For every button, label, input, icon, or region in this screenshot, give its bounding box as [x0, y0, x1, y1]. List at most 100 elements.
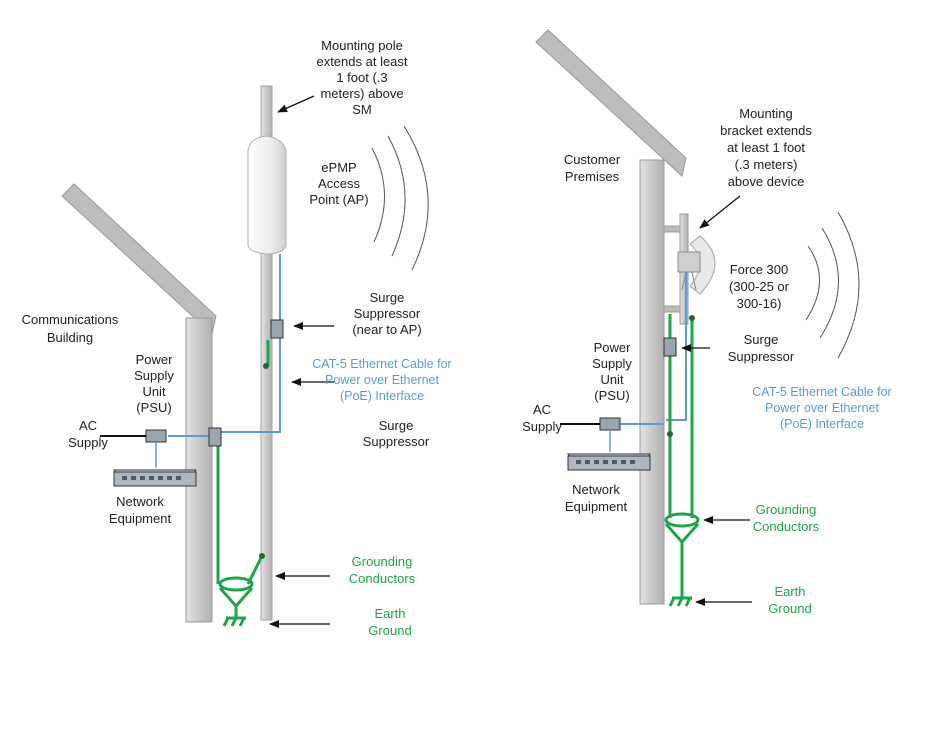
right-ac-supply-label: AC Supply	[522, 402, 562, 434]
label-line: Power	[136, 352, 174, 367]
label-line: Surge	[370, 290, 405, 305]
left-grounding-wires	[216, 340, 270, 627]
label-line: extends at least	[316, 54, 407, 69]
label-line: Force 300	[730, 262, 789, 277]
label-line: (PSU)	[136, 400, 171, 415]
label-line: (near to AP)	[352, 322, 421, 337]
label-line: CAT-5 Ethernet Cable for	[752, 385, 891, 399]
force-300-device	[677, 235, 716, 295]
label-line: Supply	[68, 435, 108, 450]
right-surge-suppressor-icon	[663, 337, 677, 357]
label-line: (PoE) Interface	[340, 389, 424, 403]
label-line: 1 foot (.3	[336, 70, 387, 85]
label-line: Suppressor	[354, 306, 421, 321]
customer-premises-structure	[535, 29, 687, 605]
surge-suppressor-near-ap-icon	[270, 319, 284, 339]
ap-radio-waves-icon	[371, 125, 429, 271]
label-line: (.3 meters)	[735, 157, 798, 172]
label-line: Power	[594, 340, 632, 355]
label-line: Earth	[774, 584, 805, 599]
force-300-label: Force 300 (300-25 or 300-16)	[729, 262, 790, 311]
label-line: meters) above	[320, 86, 403, 101]
label-line: Surge	[379, 418, 414, 433]
label-line: Mounting	[739, 106, 792, 121]
communications-building-structure	[61, 183, 217, 623]
label-line: AC	[79, 418, 97, 433]
label-line: at least 1 foot	[727, 140, 805, 155]
label-line: Ground	[768, 601, 811, 616]
label-line: Equipment	[109, 511, 172, 526]
right-grounding-wires	[664, 314, 700, 607]
label-line: Equipment	[565, 499, 628, 514]
right-network-equipment-icon	[567, 453, 651, 471]
label-line: Network	[572, 482, 620, 497]
label-line: Access	[318, 176, 360, 191]
label-line: Conductors	[349, 571, 416, 586]
label-line: (PSU)	[594, 388, 629, 403]
label-line: Earth	[374, 606, 405, 621]
psu-icon	[145, 429, 167, 443]
label-line: Communications	[22, 312, 119, 327]
right-ground-dots	[667, 315, 695, 437]
label-line: SM	[352, 102, 372, 117]
label-line: Power over Ethernet	[765, 401, 879, 415]
label-line: Suppressor	[728, 349, 795, 364]
left-callout-arrows	[269, 95, 334, 628]
label-line: Ground	[368, 623, 411, 638]
label-line: (PoE) Interface	[780, 417, 864, 431]
label-line: CAT-5 Ethernet Cable for	[312, 357, 451, 371]
mounting-bracket-label: Mounting bracket extends at least 1 foot (.…	[720, 106, 812, 189]
label-line: Supply	[522, 419, 562, 434]
surge-suppressor-building-icon	[208, 427, 222, 447]
label-line: Power over Ethernet	[325, 373, 439, 387]
force-radio-waves-icon	[805, 211, 860, 359]
label-line: Building	[47, 330, 93, 345]
label-line: Surge	[744, 332, 779, 347]
label-line: Mounting pole	[321, 38, 403, 53]
network-equipment-icon	[113, 469, 197, 487]
label-line: Conductors	[753, 519, 820, 534]
label-line: Suppressor	[363, 434, 430, 449]
label-line: above device	[728, 174, 805, 189]
right-psu-icon	[599, 417, 621, 431]
label-line: Premises	[565, 169, 620, 184]
label-line: Supply	[134, 368, 174, 383]
label-line: Network	[116, 494, 164, 509]
label-line: Unit	[600, 372, 624, 387]
label-line: 300-16)	[737, 296, 782, 311]
label-line: Customer	[564, 152, 621, 167]
access-point-device	[247, 135, 287, 255]
label-line: Grounding	[352, 554, 413, 569]
label-line: AC	[533, 402, 551, 417]
label-line: bracket extends	[720, 123, 812, 138]
label-line: ePMP	[321, 160, 356, 175]
label-line: Unit	[142, 384, 166, 399]
left-ac-supply-label: AC Supply	[68, 418, 108, 450]
label-line: (300-25 or	[729, 279, 790, 294]
label-line: Grounding	[756, 502, 817, 517]
label-line: Supply	[592, 356, 632, 371]
label-line: Point (AP)	[309, 192, 368, 207]
right-callout-arrows	[681, 195, 752, 606]
